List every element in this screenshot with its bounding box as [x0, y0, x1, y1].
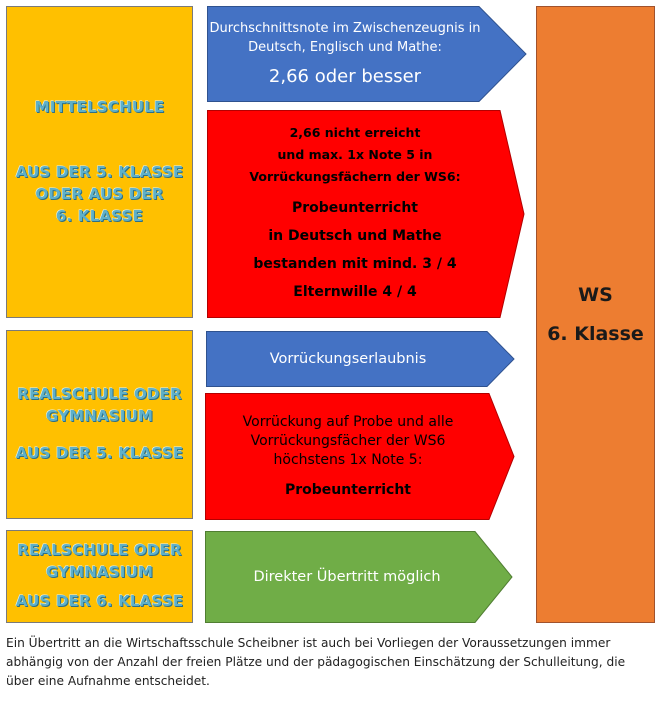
arrow-probeunterricht-ms-line1: 2,66 nicht erreicht [289, 125, 421, 140]
arrow-probeunterricht-ms-line5: in Deutsch und Mathe [268, 228, 442, 244]
arrow-direkter-uebertritt: Direkter Übertritt möglich [205, 531, 513, 623]
arrow-direkter-uebertritt-label: Direkter Übertritt möglich [253, 569, 441, 585]
arrow-average-grade-line3: 2,66 oder besser [268, 66, 422, 87]
source-realschule-5-line3: AUS DER 5. KLASSE [15, 444, 184, 463]
arrow-probeunterricht-ms-line7: Elternwille 4 / 4 [293, 284, 417, 300]
arrow-average-grade: Durchschnittsnote im Zwischenzeugnis in … [207, 6, 527, 102]
source-mittelschule-line2: AUS DER 5. KLASSE [15, 163, 184, 182]
source-realschule-5: REALSCHULE ODER GYMNASIUM AUS DER 5. KLA… [6, 330, 193, 519]
arrow-probeunterricht-ms-polygon [207, 110, 525, 318]
target-klasse: 6. Klasse [547, 322, 644, 345]
arrow-average-grade-line1: Durchschnittsnote im Zwischenzeugnis in [209, 21, 481, 36]
arrow-vorrueckung-auf-probe-polygon [205, 393, 515, 520]
arrow-vorrueckung-auf-probe-line2: Vorrückungsfächer der WS6 [250, 433, 446, 449]
source-realschule-5-line1: REALSCHULE ODER [17, 384, 182, 403]
source-realschule-6: REALSCHULE ODER GYMNASIUM AUS DER 6. KLA… [6, 530, 193, 623]
arrow-probeunterricht-ms-line2: und max. 1x Note 5 in [277, 147, 433, 162]
arrow-vorrueckungserlaubnis-polygon [206, 331, 515, 387]
arrow-vorrueckungserlaubnis: Vorrückungserlaubnis [206, 331, 515, 387]
arrow-vorrueckung-auf-probe-line3: höchstens 1x Note 5: [273, 452, 423, 468]
arrow-direkter-uebertritt-shape [205, 531, 513, 623]
source-realschule-6-line2: GYMNASIUM [45, 562, 154, 581]
arrow-vorrueckung-auf-probe-line1: Vorrückung auf Probe und alle [242, 414, 454, 430]
arrow-vorrueckungserlaubnis-label: Vorrückungserlaubnis [269, 351, 427, 367]
arrow-probeunterricht-ms: 2,66 nicht erreicht und max. 1x Note 5 i… [207, 110, 525, 318]
arrow-probeunterricht-ms-line3: Vorrückungsfächern der WS6: [249, 169, 461, 184]
arrow-average-grade-shape [207, 6, 527, 102]
arrow-probeunterricht-ms-shape [207, 110, 525, 318]
arrow-probeunterricht-ms-line4: Probeunterricht [292, 200, 418, 216]
arrow-vorrueckung-auf-probe-shape [205, 393, 515, 520]
target-ws: WS [578, 283, 613, 306]
source-mittelschule: MITTELSCHULE AUS DER 5. KLASSE ODER AUS … [6, 6, 193, 318]
arrow-vorrueckung-auf-probe-line4: Probeunterricht [285, 482, 411, 498]
source-mittelschule-line3: ODER AUS DER [35, 185, 164, 203]
source-mittelschule-line4: 6. KLASSE [55, 206, 144, 225]
arrow-average-grade-line2: Deutsch, Englisch und Mathe: [248, 40, 442, 55]
source-mittelschule-title: MITTELSCHULE [34, 97, 165, 116]
source-realschule-5-line2: GYMNASIUM [45, 406, 154, 425]
footer-note: Ein Übertritt an die Wirtschaftsschule S… [6, 636, 626, 688]
arrow-direkter-uebertritt-polygon [205, 531, 513, 623]
arrow-vorrueckungserlaubnis-shape [206, 331, 515, 387]
arrow-average-grade-polygon [207, 6, 527, 102]
source-realschule-6-line1: REALSCHULE ODER [17, 540, 182, 559]
arrow-probeunterricht-ms-line6: bestanden mit mind. 3 / 4 [253, 256, 457, 272]
source-realschule-6-line3: AUS DER 6. KLASSE [15, 592, 184, 611]
target-ws-6-klasse: WS 6. Klasse [536, 6, 655, 623]
arrow-vorrueckung-auf-probe: Vorrückung auf Probe und alle Vorrückung… [205, 393, 515, 520]
